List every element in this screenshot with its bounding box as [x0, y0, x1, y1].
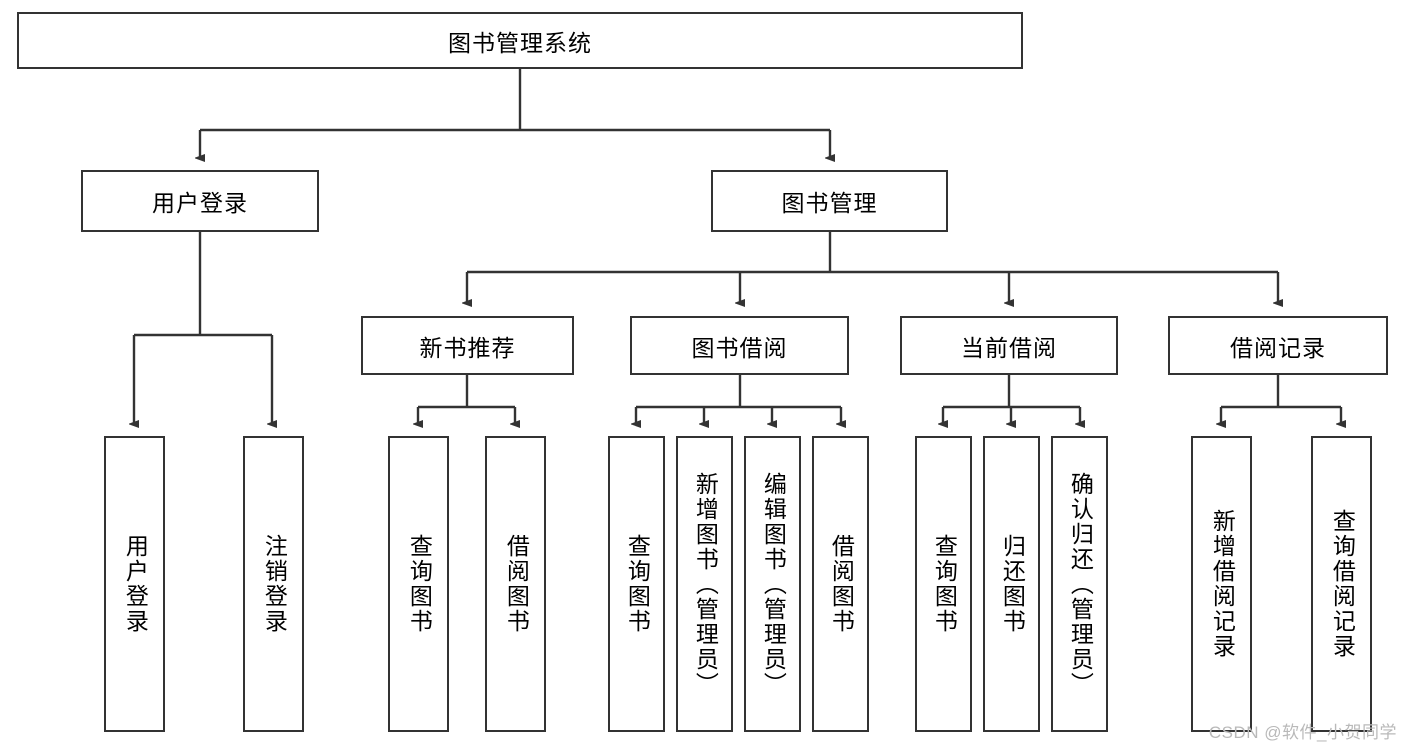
leaf-confirm-return-admin-label: 确认归还（管理员）: [1067, 471, 1094, 697]
leaf-borrow-book-1[interactable]: 借阅图书: [485, 436, 546, 732]
leaf-user-login-label: 用户登录: [122, 534, 149, 634]
node-borrow-record-label: 借阅记录: [1230, 334, 1326, 361]
leaf-query-borrow-record[interactable]: 查询借阅记录: [1311, 436, 1372, 732]
node-root-label: 图书管理系统: [448, 29, 592, 56]
leaf-user-login[interactable]: 用户登录: [104, 436, 165, 732]
leaf-query-book-1[interactable]: 查询图书: [388, 436, 449, 732]
leaf-borrow-book-2-label: 借阅图书: [828, 534, 855, 634]
node-current-borrow-label: 当前借阅: [961, 334, 1057, 361]
leaf-borrow-book-2[interactable]: 借阅图书: [812, 436, 869, 732]
node-book-borrow-label: 图书借阅: [691, 334, 788, 361]
node-root[interactable]: 图书管理系统: [17, 12, 1023, 69]
leaf-add-book-admin[interactable]: 新增图书（管理员）: [676, 436, 733, 732]
node-current-borrow[interactable]: 当前借阅: [900, 316, 1118, 375]
node-book-manage[interactable]: 图书管理: [711, 170, 948, 232]
node-user-login[interactable]: 用户登录: [81, 170, 319, 232]
leaf-borrow-book-1-label: 借阅图书: [503, 534, 530, 634]
leaf-query-book-1-label: 查询图书: [406, 534, 433, 634]
node-book-manage-label: 图书管理: [781, 190, 878, 216]
leaf-user-logout-label: 注销登录: [261, 534, 288, 634]
leaf-query-book-3-label: 查询图书: [931, 534, 958, 634]
leaf-add-borrow-record[interactable]: 新增借阅记录: [1191, 436, 1252, 732]
node-new-book-recommend[interactable]: 新书推荐: [361, 316, 574, 375]
leaf-edit-book-admin-label: 编辑图书（管理员）: [760, 471, 787, 697]
leaf-query-book-3[interactable]: 查询图书: [915, 436, 972, 732]
leaf-add-book-admin-label: 新增图书（管理员）: [692, 471, 719, 697]
node-new-book-recommend-label: 新书推荐: [419, 334, 516, 361]
leaf-user-logout[interactable]: 注销登录: [243, 436, 304, 732]
leaf-edit-book-admin[interactable]: 编辑图书（管理员）: [744, 436, 801, 732]
node-user-login-label: 用户登录: [152, 190, 248, 216]
node-borrow-record[interactable]: 借阅记录: [1168, 316, 1388, 375]
node-book-borrow[interactable]: 图书借阅: [630, 316, 849, 375]
csdn-watermark: CSDN @软件_小贺同学: [1208, 723, 1397, 742]
leaf-return-book-label: 归还图书: [999, 534, 1026, 634]
leaf-query-borrow-record-label: 查询借阅记录: [1329, 509, 1356, 659]
leaf-query-book-2-label: 查询图书: [624, 534, 651, 634]
leaf-return-book[interactable]: 归还图书: [983, 436, 1040, 732]
leaf-confirm-return-admin[interactable]: 确认归还（管理员）: [1051, 436, 1108, 732]
leaf-query-book-2[interactable]: 查询图书: [608, 436, 665, 732]
leaf-add-borrow-record-label: 新增借阅记录: [1209, 509, 1236, 659]
